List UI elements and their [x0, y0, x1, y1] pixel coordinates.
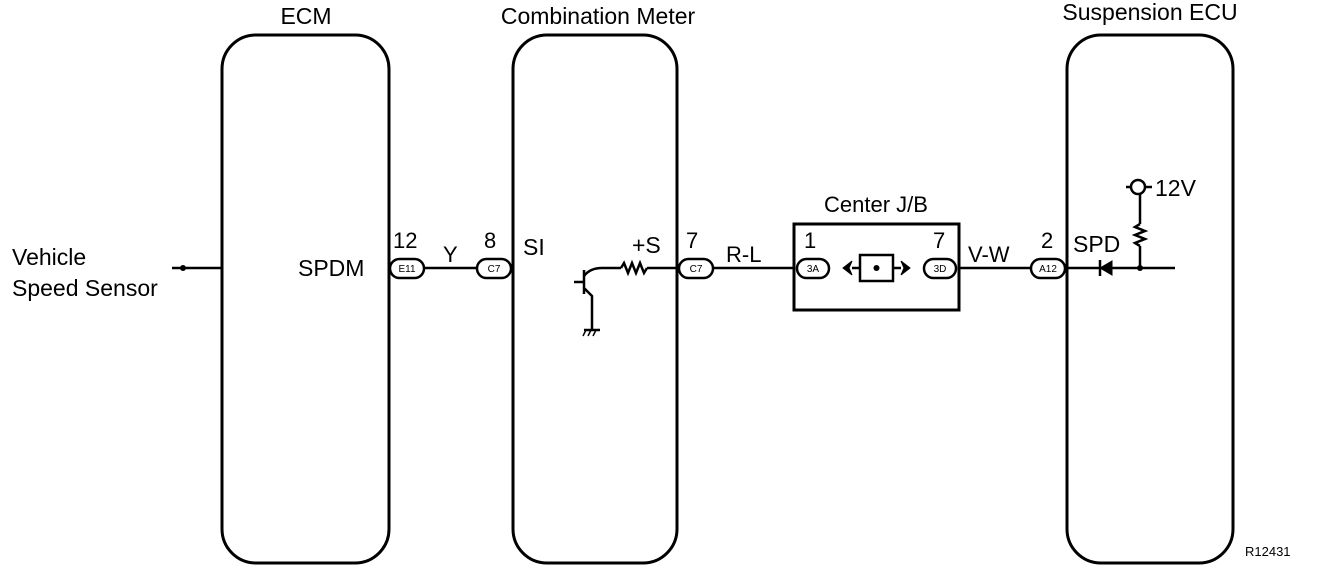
jb-fuse-dot — [873, 265, 880, 271]
jb-right-pin: 7 — [933, 228, 945, 253]
meter-terminal-plus-s: +S — [632, 232, 661, 258]
figure-code: R12431 — [1245, 544, 1291, 559]
resistor-symbol — [619, 259, 649, 277]
sensor-wire-dot — [180, 265, 186, 271]
connector-c7-input-label: C7 — [488, 264, 501, 275]
suspension-ecu-box — [1065, 33, 1235, 565]
jb-left-pin: 1 — [804, 228, 816, 253]
transistor-symbol — [574, 266, 603, 330]
meter-in-pin: 8 — [484, 228, 496, 253]
wire-color-r-l: R-L — [726, 242, 761, 267]
connector-a12 — [1029, 257, 1067, 280]
meter-terminal-si: SI — [523, 234, 545, 260]
connector-e11-label: E11 — [398, 264, 415, 275]
ecm-title: ECM — [280, 3, 331, 29]
connector-3a — [795, 257, 831, 280]
combination-meter-box — [511, 33, 679, 565]
ground-symbol — [582, 328, 600, 337]
wire-color-y: Y — [443, 242, 458, 267]
connector-e11 — [388, 257, 426, 280]
connector-c7-output — [677, 257, 715, 280]
meter-out-pin: 7 — [686, 228, 698, 253]
connector-3d-label: 3D — [934, 264, 947, 275]
center-jb-title: Center J/B — [824, 192, 928, 217]
connector-3a-label: 3A — [807, 264, 820, 275]
combination-meter-title: Combination Meter — [501, 3, 696, 29]
pull-up-resistor — [1131, 222, 1149, 248]
sensor-label-line2: Speed Sensor — [12, 275, 158, 301]
ecm-pin-number: 12 — [393, 228, 417, 253]
ecm-box — [220, 33, 391, 565]
ecm-terminal-spdm: SPDM — [298, 255, 364, 281]
jb-right-terminal-arrow — [900, 260, 911, 276]
sensor-label-line1: Vehicle — [12, 244, 86, 270]
ecu-pin-number: 2 — [1041, 228, 1053, 253]
wire-color-v-w: V-W — [968, 242, 1010, 267]
connector-a12-label: A12 — [1039, 264, 1057, 275]
connector-3d — [922, 257, 958, 280]
supply-terminal-icon — [1129, 178, 1147, 196]
supply-voltage-label: 12V — [1155, 175, 1197, 201]
suspension-ecu-title: Suspension ECU — [1062, 0, 1237, 25]
ecu-terminal-spd: SPD — [1073, 231, 1120, 257]
connector-c7-output-label: C7 — [690, 264, 703, 275]
jb-left-terminal-arrow — [842, 260, 853, 276]
connector-c7-input — [475, 257, 513, 280]
